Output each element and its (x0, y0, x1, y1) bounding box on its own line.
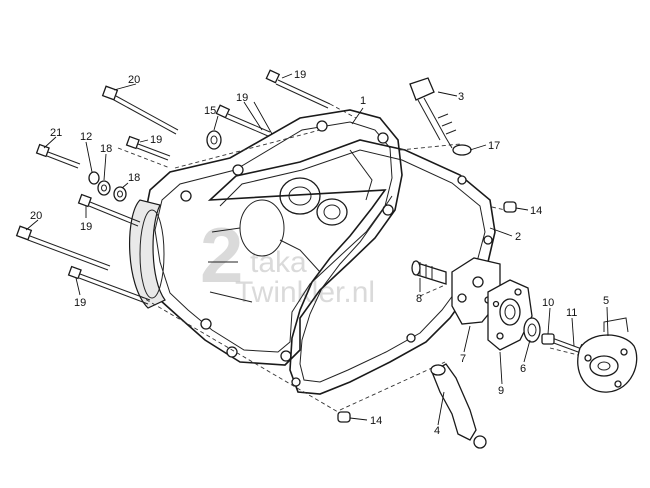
label-part-8: 8 (416, 293, 422, 305)
cover-5 (577, 317, 638, 393)
bolt-19-mid (215, 104, 271, 137)
label-part-5: 5 (603, 295, 609, 307)
label-part-4: 4 (434, 425, 440, 437)
alignment-lines (117, 103, 591, 413)
label-part-19-bottom: 19 (74, 297, 86, 309)
oil-seal-6 (523, 317, 541, 343)
label-part-19-mid: 19 (236, 92, 248, 104)
washer-12 (88, 171, 100, 185)
bolts (15, 69, 591, 357)
bolt-20-lower (15, 225, 111, 271)
label-part-6: 6 (520, 363, 526, 375)
label-part-18-a: 18 (100, 143, 112, 155)
watermark: 2 taka Twinkler.nl (200, 211, 375, 309)
gasket (207, 139, 496, 395)
label-part-9: 9 (498, 385, 504, 397)
bolt-19-top (265, 69, 331, 109)
bolt-21 (35, 143, 81, 169)
watermark-line1: taka (250, 246, 307, 279)
bolt-19-bottom (67, 265, 151, 305)
label-part-20-top: 20 (128, 74, 140, 86)
bolt-19-left (125, 135, 171, 161)
label-part-12: 12 (80, 131, 92, 143)
label-part-18-b: 18 (128, 172, 140, 184)
label-part-21: 21 (50, 127, 62, 139)
label-part-11: 11 (566, 307, 577, 319)
callout-labels: 1 2 3 4 5 6 7 8 9 10 11 12 14 14 15 17 1… (30, 69, 609, 437)
label-part-19-lower: 19 (80, 221, 92, 233)
label-part-7: 7 (460, 353, 466, 365)
o-ring-17 (452, 144, 472, 156)
label-part-14-top: 14 (530, 205, 542, 217)
washer-18-a (97, 180, 111, 196)
bolt-19-lower (77, 193, 141, 227)
leader-lines (25, 73, 609, 426)
oil-seal-15 (206, 130, 222, 150)
oil-filler-cap (409, 77, 472, 156)
plate-9 (487, 279, 533, 351)
dowel-pin-14-top (503, 201, 517, 213)
label-part-10: 10 (542, 297, 554, 309)
watermark-numeral: 2 (200, 211, 243, 299)
dowel-pin-14-bottom (337, 411, 351, 423)
small-parts (88, 130, 517, 423)
label-part-17: 17 (488, 140, 500, 152)
label-part-19-top: 19 (294, 69, 306, 81)
label-part-15: 15 (204, 105, 216, 117)
label-part-14-bottom: 14 (370, 415, 382, 427)
label-part-3: 3 (458, 91, 464, 103)
label-part-2: 2 (515, 231, 521, 243)
bushing-10 (541, 333, 555, 345)
bolt-20-top (101, 85, 179, 135)
washer-18-b (113, 186, 127, 202)
label-part-20-lower: 20 (30, 210, 42, 222)
lever-4 (430, 363, 487, 449)
crankcase-cover (129, 109, 403, 366)
shaft-8 (411, 260, 447, 285)
label-part-19-left: 19 (150, 134, 162, 146)
label-part-1: 1 (360, 95, 366, 107)
